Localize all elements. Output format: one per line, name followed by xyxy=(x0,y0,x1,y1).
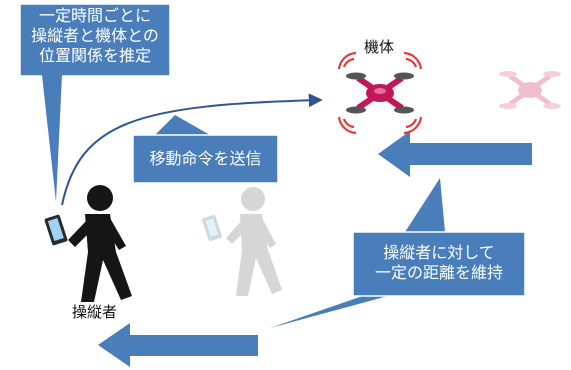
maintain-line-2: 一定の距離を維持 xyxy=(374,263,503,282)
maintain-line-1: 操縦者に対して xyxy=(383,243,495,262)
walking-person-ghost-icon xyxy=(202,187,282,296)
send-command-text: 移動命令を送信 xyxy=(149,149,262,168)
estimate-callout xyxy=(19,3,171,202)
drone-ghost-icon xyxy=(499,71,561,109)
maintain-distance-callout-text: 操縦者に対して 一定の距離を維持 xyxy=(353,243,525,283)
operator-move-arrow xyxy=(98,323,258,367)
drone-move-arrow xyxy=(378,131,532,177)
walking-person-with-phone-icon xyxy=(44,185,132,302)
estimate-callout-text: 一定時間ごとに 操縦者と機体との 位置関係を推定 xyxy=(20,6,170,66)
command-signal-curve xyxy=(61,93,323,206)
estimate-line-1: 一定時間ごとに xyxy=(38,6,151,25)
send-command-callout xyxy=(132,115,279,184)
quadcopter-drone-icon xyxy=(337,51,423,135)
operator-label: 操縦者 xyxy=(72,303,118,321)
estimate-line-2: 操縦者と機体との xyxy=(31,26,159,45)
drone-label: 機体 xyxy=(364,38,395,56)
maintain-distance-callout xyxy=(270,178,526,328)
estimate-line-3: 位置関係を推定 xyxy=(38,46,151,65)
